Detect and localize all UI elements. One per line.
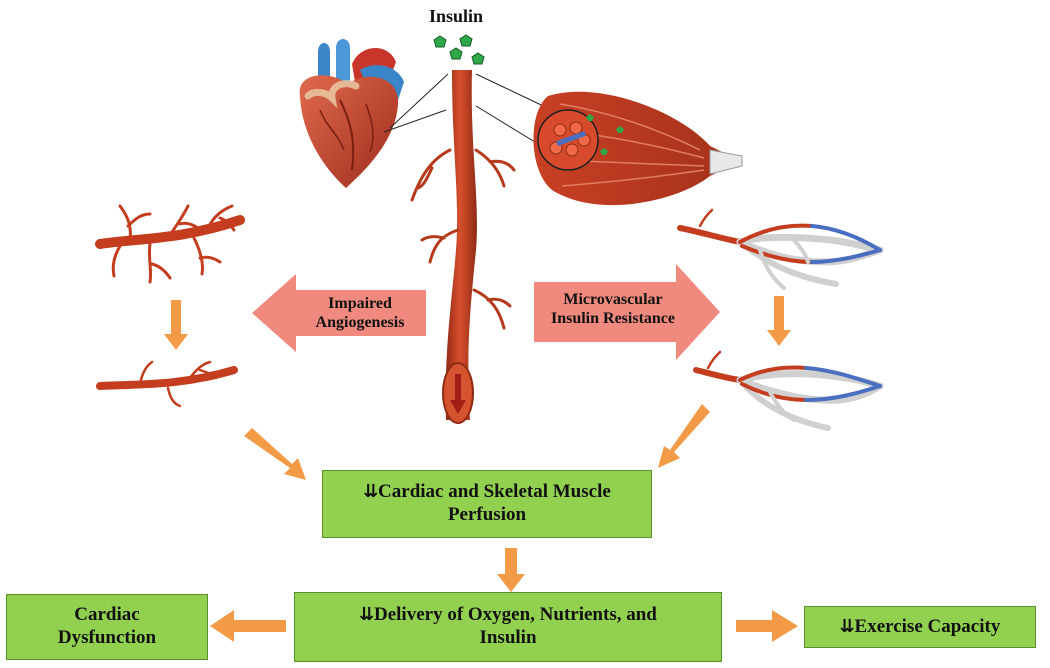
perfusion-line2: Perfusion: [447, 504, 527, 525]
decrease-arrow-icon: ⇊: [363, 481, 378, 503]
impaired-angiogenesis-line2: Angiogenesis: [315, 314, 405, 332]
delivery-box: ⇊ Delivery of Oxygen, Nutrients, and Ins…: [294, 592, 722, 662]
exercise-capacity-box: ⇊ Exercise Capacity: [804, 606, 1036, 648]
exercise-text: Exercise Capacity: [854, 615, 1001, 637]
healthy-branched-vessel-left: [95, 204, 245, 284]
perfusion-line1: Cardiac and Skeletal Muscle: [378, 481, 611, 503]
capillary-network-right-top: [677, 208, 884, 290]
insulin-molecules-icon: [433, 34, 485, 65]
flow-arrows: [164, 296, 798, 642]
arrow-to-cardiac: [210, 610, 286, 642]
cardiac-line1: Cardiac: [74, 604, 140, 626]
arrow-to-exercise: [736, 610, 798, 642]
impaired-angiogenesis-line1: Impaired: [328, 295, 392, 312]
insulin-resistance-line1: Microvascular: [563, 291, 663, 308]
delivery-line1: Delivery of Oxygen, Nutrients, and: [373, 604, 657, 626]
arrow-right-to-perfusion: [658, 404, 710, 468]
insulin-resistance-arrow: [534, 264, 720, 360]
arrow-left-to-perfusion: [244, 428, 306, 480]
muscle-icon: [533, 91, 743, 206]
impaired-angiogenesis-arrow: [252, 274, 426, 352]
rarefied-vessel-left: [96, 360, 238, 408]
decrease-arrow-icon: ⇊: [359, 604, 374, 626]
cardiac-dysfunction-box: Cardiac Dysfunction: [6, 594, 208, 660]
impaired-angiogenesis-label: Impaired Angiogenesis: [300, 294, 420, 332]
delivery-line2: Insulin: [479, 627, 537, 648]
insulin-resistance-label: Microvascular Insulin Resistance: [538, 290, 688, 328]
decrease-arrow-icon: ⇊: [839, 615, 855, 637]
central-artery: [410, 70, 516, 424]
heart-icon: [299, 39, 404, 188]
arrow-perfusion-to-delivery: [497, 548, 525, 592]
capillary-network-right-bottom: [693, 350, 884, 431]
perfusion-box: ⇊ Cardiac and Skeletal Muscle Perfusion: [322, 470, 652, 538]
insulin-title: Insulin: [428, 6, 484, 26]
insulin-resistance-line2: Insulin Resistance: [550, 310, 676, 328]
arrow-right-down: [767, 296, 791, 346]
arrow-left-down: [164, 300, 188, 350]
cardiac-line2: Dysfunction: [57, 627, 157, 648]
